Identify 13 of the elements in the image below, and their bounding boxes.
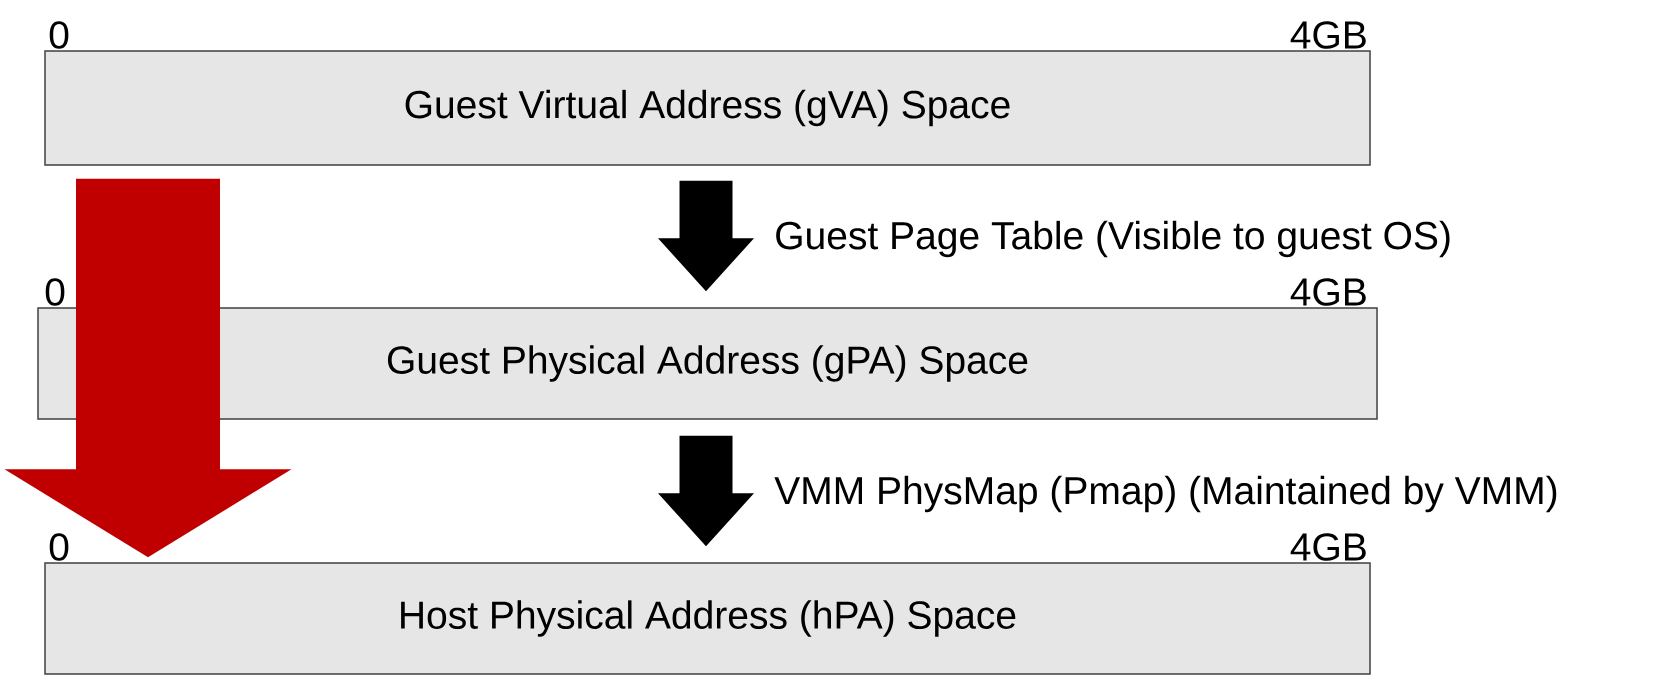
block-arrow bbox=[4, 178, 292, 558]
block-arrow bbox=[658, 180, 754, 292]
edge-label: Guest Page Table (Visible to guest OS) bbox=[776, 220, 1450, 258]
address-label: 4GB bbox=[1290, 21, 1366, 49]
address-label: 0 bbox=[45, 278, 65, 306]
address-label: 0 bbox=[49, 533, 69, 561]
address-space-box: Host Physical Address (hPA) Space bbox=[44, 562, 1371, 675]
address-label: 0 bbox=[49, 21, 69, 49]
address-label: 4GB bbox=[1290, 533, 1366, 561]
block-arrow bbox=[658, 435, 754, 547]
edge-label: VMM PhysMap (Pmap) (Maintained by VMM) bbox=[774, 475, 1557, 513]
address-space-box: Guest Virtual Address (gVA) Space bbox=[44, 50, 1371, 166]
address-label: 4GB bbox=[1290, 278, 1366, 306]
